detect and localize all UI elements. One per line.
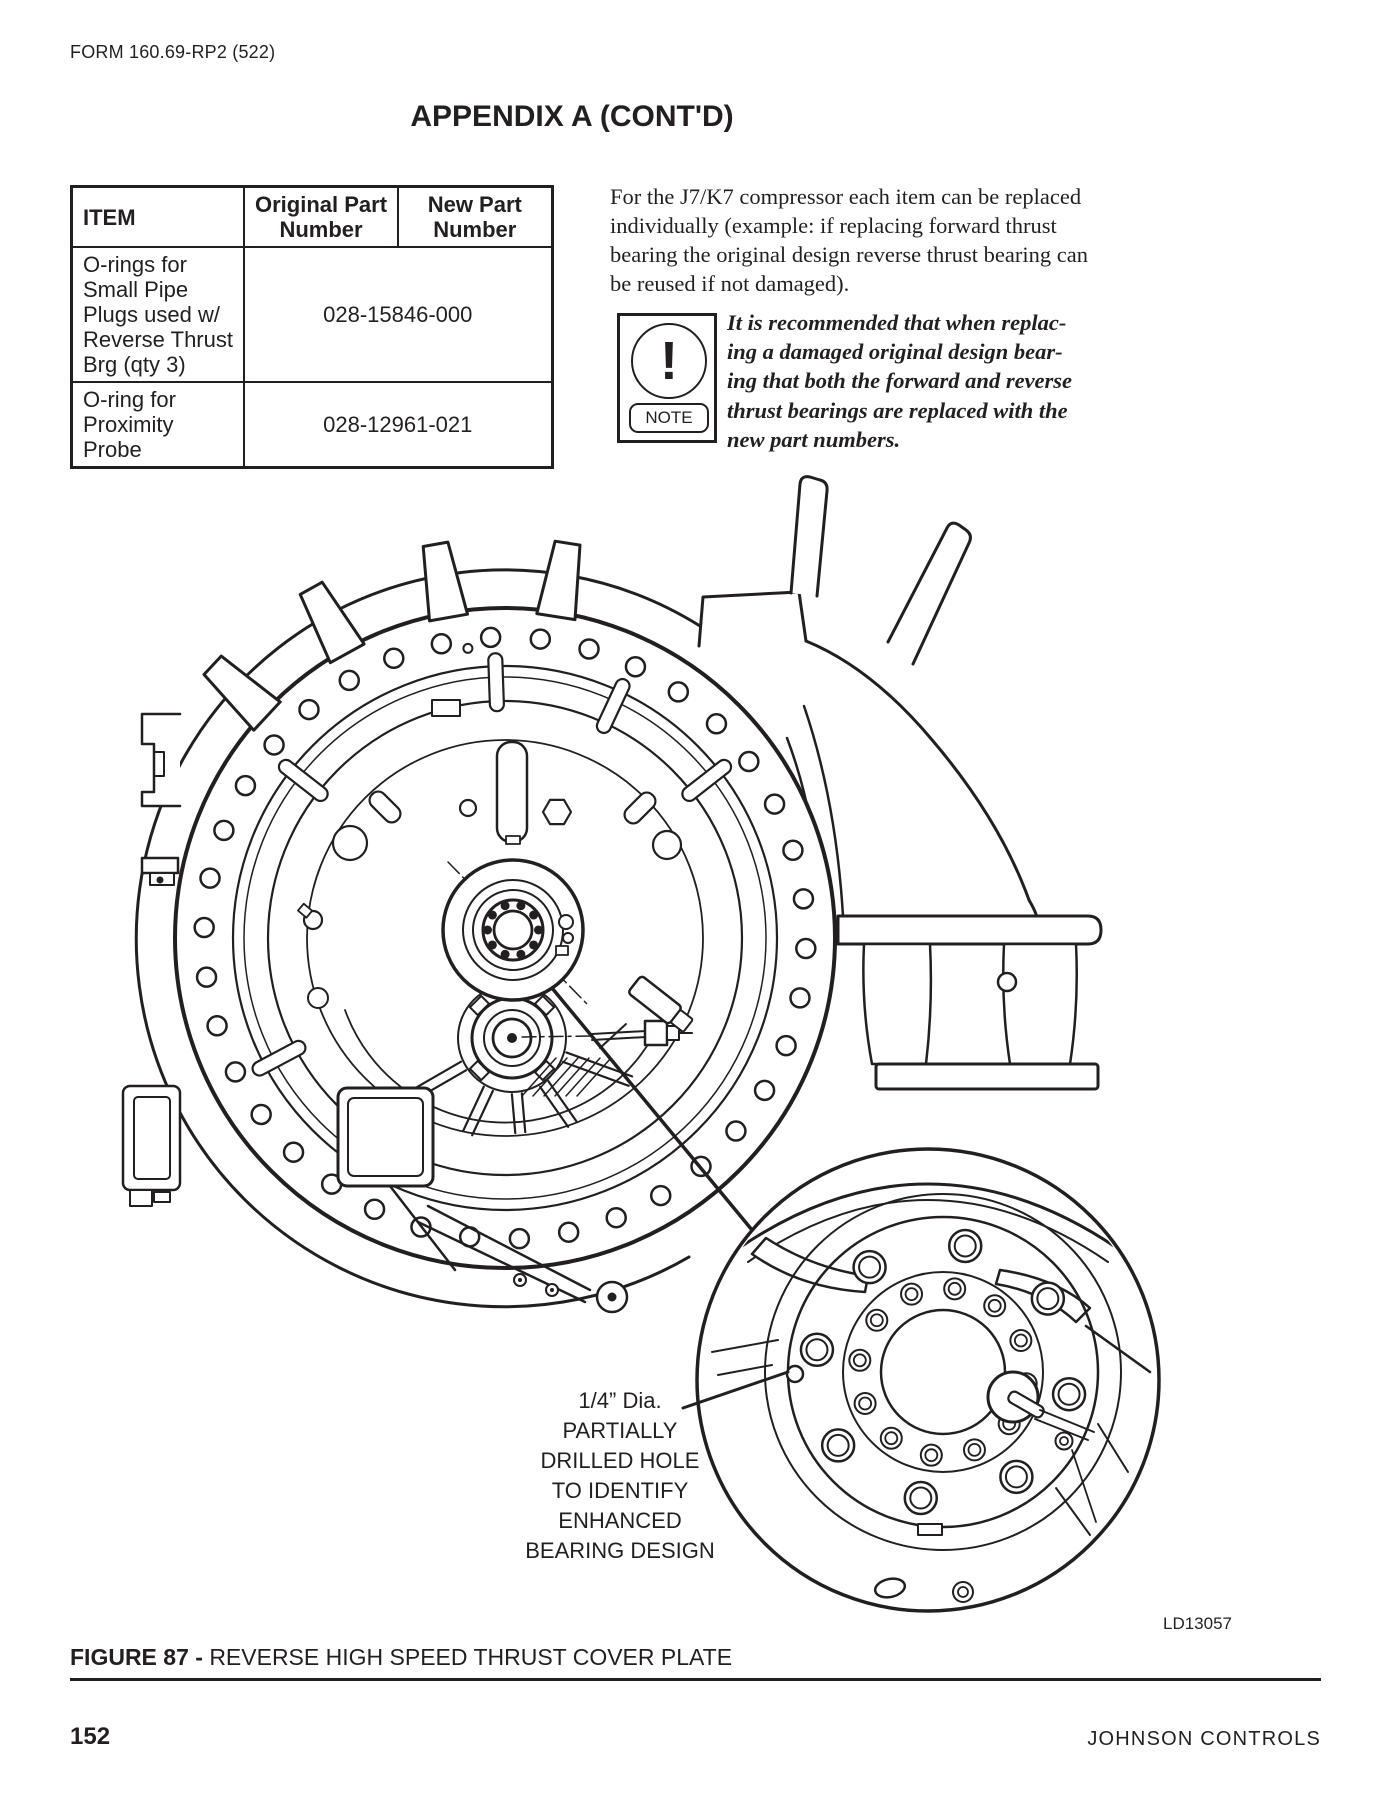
col-header-item: ITEM [70,185,245,248]
figure-caption-label: FIGURE 87 - [70,1644,210,1670]
part-number-cell: 028-15846-000 [242,246,554,383]
drawing-id: LD13057 [1162,1614,1232,1633]
exclamation-icon: ! [631,323,707,399]
detail-leader-line [550,986,754,1232]
drilled-hole-annotation: 1/4” Dia. PARTIALLY DRILLED HOLE TO IDEN… [525,1388,715,1563]
partially-drilled-hole [785,1364,805,1384]
table-header-row: ITEM Original Part Number New Part Numbe… [70,185,554,248]
part-number-cell: 028-12961-021 [242,381,554,469]
caption-rule [70,1678,1321,1681]
table-row: O-rings for Small Pipe Plugs used w/ Rev… [70,246,554,383]
cooling-fins [202,539,582,732]
face-features [297,699,683,1009]
annotation-leader-line [681,1370,790,1410]
company-footer: JOHNSON CONTROLS [1087,1728,1321,1750]
item-cell: O-ring for Proximity Probe [70,381,245,469]
form-number-header: FORM 160.69-RP2 (522) [70,42,276,62]
figure-caption-title: REVERSE HIGH SPEED THRUST COVER PLATE [209,1644,733,1670]
col-header-original-part: Original Part Number [242,185,400,248]
note-text: It is recommended that when replac- ing … [727,310,1073,452]
intro-paragraph: For the J7/K7 compressor each item can b… [610,184,1088,296]
thrust-bearing-detail-circle [441,858,589,1006]
page-number: 152 [70,1723,111,1750]
page-title: APPENDIX A (CONT'D) [410,100,734,133]
flange-bolt-holes [193,626,817,1250]
mounting-brackets [121,712,629,1314]
note-label: NOTE [629,403,709,433]
table-row: O-ring for Proximity Probe 028-12961-021 [70,381,554,469]
figure-caption: FIGURE 87 - REVERSE HIGH SPEED THRUST CO… [70,1644,732,1671]
note-callout: ! NOTE [617,313,717,443]
col-header-new-part: New Part Number [397,185,554,248]
item-cell: O-rings for Small Pipe Plugs used w/ Rev… [70,246,245,383]
parts-table: ITEM Original Part Number New Part Numbe… [70,185,554,469]
detail-bubble [695,1147,1161,1613]
proximity-probe-hub [457,975,694,1097]
